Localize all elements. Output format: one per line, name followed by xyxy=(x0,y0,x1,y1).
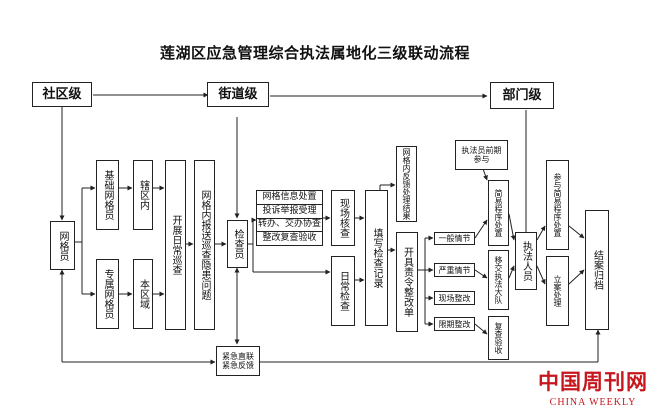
department-level: 部门级 xyxy=(490,82,554,109)
onsite-check-box: 现场核查 xyxy=(331,190,355,246)
brand-name-en: CHINA WEEKLY xyxy=(549,397,637,408)
brand-watermark: 中国周刊网 CHINA WEEKLY xyxy=(538,366,648,408)
archive-box: 结案归档 xyxy=(585,210,609,330)
brand-name-cn: 中国周刊网 xyxy=(538,369,648,394)
join-simple-box: 参与简易程序处置 xyxy=(546,160,569,250)
diagram-title: 莲湖区应急管理综合执法属地化三级联动流程 xyxy=(159,44,470,62)
tasks-box: 网格信息处置 投诉举报受理 转办、交办协查 整改复查验收 xyxy=(256,190,323,246)
task-item: 整改复查验收 xyxy=(262,233,317,244)
immediate-fix-box: 现场整改 xyxy=(434,291,475,305)
transfer-team-box: 移交执法大队 xyxy=(488,250,509,310)
task-item: 投诉举报受理 xyxy=(257,205,322,219)
patrol-box: 开展日常巡查 xyxy=(165,160,186,330)
rectify-order-box: 开具责令整改单 xyxy=(396,232,418,332)
dedicated-grid-member-box: 专属网格员 xyxy=(96,259,119,329)
officer-box: 执法人员 xyxy=(515,232,537,290)
in-area-box: 辖区内 xyxy=(133,160,153,230)
emergency-feedback-label: 紧急反馈 xyxy=(222,361,254,370)
case-handling-box: 立案处理 xyxy=(546,256,569,326)
this-area-box: 本区域 xyxy=(133,259,153,329)
simple-procedure-box: 简易程序处置 xyxy=(488,180,509,246)
community-level: 社区级 xyxy=(32,82,92,107)
task-item: 转办、交办协查 xyxy=(257,219,322,233)
serious-case-box: 严重情节 xyxy=(434,263,475,277)
officer-early-box: 执法员前期参与 xyxy=(455,140,508,170)
emergency-link-label: 紧急直联 xyxy=(222,352,254,361)
daily-check-box: 日常检查 xyxy=(331,256,355,326)
basic-grid-member-box: 基础网格员 xyxy=(96,160,119,230)
grid-feedback-box: 网格内反馈处理结果 xyxy=(396,146,417,222)
street-level: 街道级 xyxy=(207,82,269,107)
report-hazard-box: 网格内报送巡查隐患问题 xyxy=(194,160,215,330)
task-item: 网格信息处置 xyxy=(257,191,322,205)
review-box: 复查验收 xyxy=(488,316,509,360)
deadline-fix-box: 限期整改 xyxy=(434,317,475,331)
emergency-box: 紧急直联 紧急反馈 xyxy=(216,346,260,376)
fill-record-box: 填写检查记录 xyxy=(365,190,388,326)
inspector-box: 检查员 xyxy=(227,220,248,268)
general-case-box: 一般情节 xyxy=(434,232,475,245)
grid-member-box: 网格员 xyxy=(50,221,75,270)
